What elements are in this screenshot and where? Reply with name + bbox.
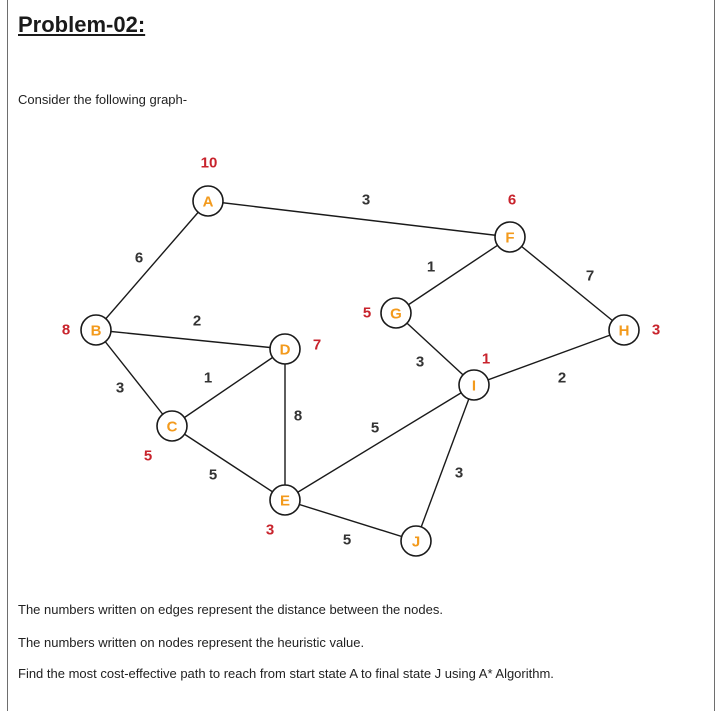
node-label: I [472,378,476,395]
edge-weight-h-i: 2 [558,370,566,387]
node-label: F [505,230,514,247]
node-e: E [269,484,301,516]
heuristic-d: 7 [313,337,321,354]
node-c: C [156,410,188,442]
node-circle [494,221,526,253]
node-label: D [280,342,291,359]
node-circle [608,314,640,346]
edge-g-i [395,312,475,386]
heuristic-f: 6 [508,192,516,209]
page-title: Problem-02: [18,12,146,37]
edge-c-d [171,348,286,427]
node-label: G [390,306,402,323]
node-circle [400,525,432,557]
note-edges: The numbers written on edges represent t… [18,602,443,617]
node-circle [458,369,490,401]
node-label: J [412,534,420,551]
edge-b-d [95,329,286,350]
node-circle [156,410,188,442]
edge-e-i [284,384,475,501]
node-j: J [400,525,432,557]
node-i: I [458,369,490,401]
heuristic-a: 10 [201,155,218,172]
edge-weight-a-f: 3 [362,192,370,209]
edge-a-f [207,200,511,238]
edge-weight-f-g: 1 [427,259,435,276]
graph-diagram: 3 6 2 3 1 5 8 5 5 1 7 3 2 3 10 8 5 7 3 6 5 3 1 A B C D E F G H I J [62,155,660,557]
node-label: E [280,493,290,510]
heuristic-h: 3 [652,322,660,339]
node-a: A [192,185,224,217]
edge-weight-g-i: 3 [416,354,424,371]
edge-weight-b-c: 3 [116,380,124,397]
node-d: D [269,333,301,365]
document-frame [7,0,715,711]
edge-c-e [171,425,286,501]
note-heuristics: The numbers written on nodes represent t… [18,635,365,650]
heuristic-e: 3 [266,522,274,539]
edge-a-b [95,200,209,331]
edge-h-i [473,329,625,386]
node-circle [380,297,412,329]
edge-weight-e-i: 5 [371,420,379,437]
edge-weight-d-e: 8 [294,408,302,425]
node-label: B [91,323,102,340]
edge-weight-c-e: 5 [209,467,217,484]
edge-weight-f-h: 7 [586,268,594,285]
heuristic-i: 1 [482,351,490,368]
node-circle [269,484,301,516]
edge-b-c [95,329,173,427]
node-circle [192,185,224,217]
edge-f-g [395,236,511,314]
edge-weight-i-j: 3 [455,465,463,482]
node-label: A [203,194,214,211]
node-b: B [80,314,112,346]
node-label: C [167,419,178,436]
heuristic-c: 5 [144,448,152,465]
node-g: G [380,297,412,329]
node-circle [80,314,112,346]
intro-text: Consider the following graph- [18,92,188,107]
edge-weight-a-b: 6 [135,250,143,267]
note-task: Find the most cost-effective path to rea… [18,666,554,681]
heuristic-g: 5 [363,305,371,322]
edge-i-j [415,384,475,542]
edge-weight-e-j: 5 [343,532,351,549]
node-circle [269,333,301,365]
node-label: H [619,323,630,340]
edge-weight-c-d: 1 [204,370,212,387]
edge-e-j [284,499,417,542]
edge-weight-b-d: 2 [193,313,201,330]
heuristic-b: 8 [62,322,70,339]
edge-f-h [509,236,625,331]
node-f: F [494,221,526,253]
node-h: H [608,314,640,346]
